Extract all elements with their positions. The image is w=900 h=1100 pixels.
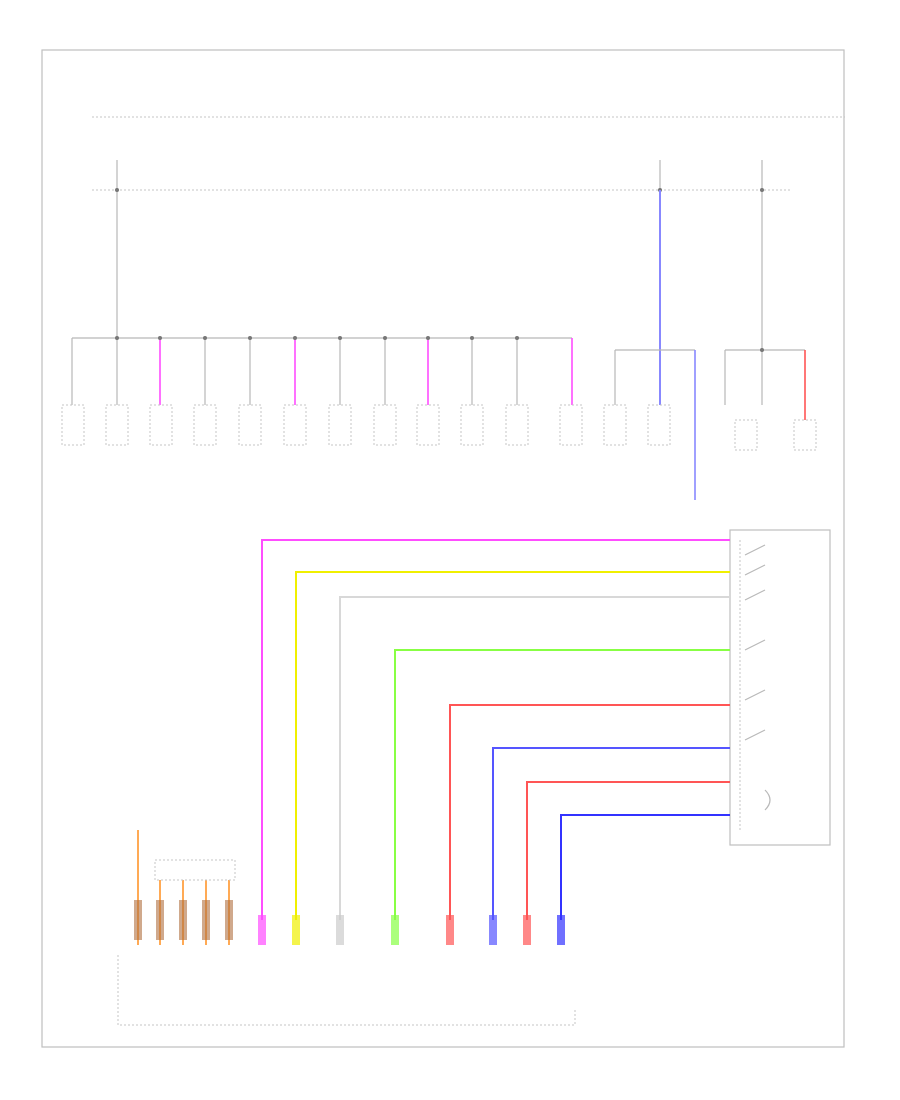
fuse-tap-middle xyxy=(658,160,662,192)
bottom-enclosure xyxy=(117,955,576,1026)
fuse-tap-left xyxy=(115,160,119,338)
branch-drops xyxy=(71,336,573,405)
connector-markers xyxy=(258,915,565,945)
signal-wires xyxy=(261,539,730,920)
fuse-tap-right xyxy=(760,160,764,350)
diagram-frame xyxy=(41,49,845,1048)
orange-connector-group xyxy=(134,830,236,945)
branch-group-blue xyxy=(614,190,696,500)
branch-group-red xyxy=(724,348,806,420)
component-stubs xyxy=(61,404,817,451)
switch-module xyxy=(729,529,831,846)
